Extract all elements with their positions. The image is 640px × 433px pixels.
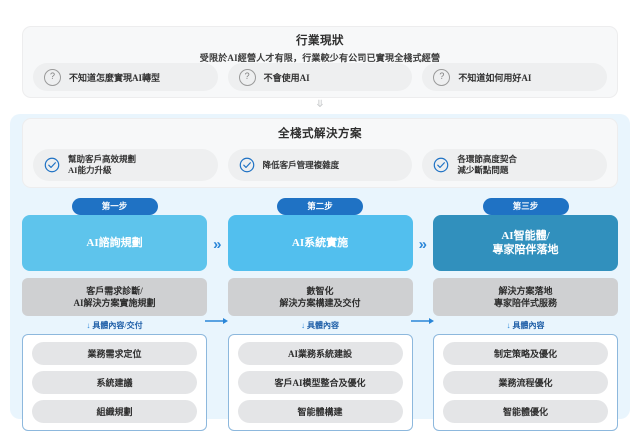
step-items-box: 業務需求定位 系統建議 組織規劃 — [22, 334, 207, 431]
step-badge: 第三步 — [482, 198, 569, 215]
step-item[interactable]: 業務需求定位 — [32, 342, 197, 365]
check-circle-icon — [239, 157, 254, 173]
pain-point-label: 不知道如何用好AI — [458, 72, 532, 83]
solution-header-panel: 全棧式解決方案 幫助客戶高效規劃 AI能力升級 降低客戶管理複雜度 — [22, 118, 618, 188]
step-item[interactable]: 智能體構建 — [237, 400, 403, 423]
step-item[interactable]: AI業務系統建設 — [237, 342, 403, 365]
step-detail-label-row: ↓具體內容 — [433, 320, 618, 331]
benefit-item[interactable]: 降低客戶管理複雜度 — [227, 149, 413, 181]
step-header: AI系統實施 — [227, 215, 413, 271]
step-item[interactable]: 業務流程優化 — [443, 371, 608, 394]
question-mark-icon: ? — [44, 68, 61, 86]
arrow-down-icon: ↓ — [86, 321, 91, 330]
question-mark-icon: ? — [238, 68, 256, 86]
pain-point-label: 不會使用AI — [263, 72, 310, 83]
pain-point-list: ? 不知道怎麼實現AI轉型 ? 不會使用AI ? 不知道如何用好AI — [33, 63, 608, 91]
benefit-label: 幫助客戶高效規劃 AI能力升級 — [68, 154, 137, 175]
status-subtitle: 受限於AI經營人才有限，行業較少有公司已實現全棧式經營 — [199, 53, 441, 63]
chevron-double-right-icon: » — [213, 236, 222, 253]
step-subtitle: 解決方案落地 專家陪伴式服務 — [433, 278, 618, 316]
question-mark-icon: ? — [433, 68, 451, 86]
solution-panel: 全棧式解決方案 幫助客戶高效規劃 AI能力升級 降低客戶管理複雜度 — [10, 114, 630, 431]
flow-columns: 第一步 AI諮詢規劃 客戶需求診斷/ AI解決方案實施規劃 ↓具體內容/交付 業… — [22, 198, 618, 431]
pain-point-item[interactable]: ? 不知道如何用好AI — [422, 63, 608, 91]
arrow-down-icon: ↓ — [506, 321, 511, 330]
step-items-box: 制定策略及優化 業務流程優化 智能體優化 — [433, 334, 618, 431]
step-item[interactable]: 客戶AI模型整合及優化 — [237, 371, 403, 394]
step-detail-label: 具體內容 — [512, 321, 545, 330]
flow-step-3: 第三步 AI智能體/ 專家陪伴落地 解決方案落地 專家陪伴式服務 ↓具體內容 制… — [433, 198, 618, 431]
pain-point-item[interactable]: ? 不會使用AI — [227, 63, 413, 91]
benefit-list: 幫助客戶高效規劃 AI能力升級 降低客戶管理複雜度 各環節高度契合 減少斷點問題 — [33, 149, 608, 181]
arrow-down-icon: ↓ — [301, 321, 305, 330]
flow-separator-2: » — [410, 198, 434, 324]
step-subtitle: 客戶需求診斷/ AI解決方案實施規劃 — [22, 278, 207, 316]
benefit-item[interactable]: 幫助客戶高效規劃 AI能力升級 — [33, 149, 218, 181]
arrow-right-icon — [205, 318, 229, 324]
flow-step-1: 第一步 AI諮詢規劃 客戶需求診斷/ AI解決方案實施規劃 ↓具體內容/交付 業… — [22, 198, 207, 431]
check-circle-icon — [434, 157, 449, 173]
benefit-label: 各環節高度契合 減少斷點問題 — [457, 154, 517, 175]
industry-status-panel: 行業現狀 受限於AI經營人才有限，行業較少有公司已實現全棧式經營 ? 不知道怎麼… — [22, 26, 618, 98]
step-header: AI諮詢規劃 — [22, 215, 207, 271]
flow-step-2: 第二步 AI系統實施 數智化 解決方案構建及交付 ↓具體內容 AI業務系統建設 … — [227, 198, 413, 431]
step-detail-label-row: ↓具體內容 — [228, 320, 413, 331]
solution-title: 全棧式解決方案 — [278, 128, 362, 140]
step-detail-label: 具體內容/交付 — [92, 321, 143, 330]
step-badge: 第二步 — [277, 198, 363, 215]
step-items-box: AI業務系統建設 客戶AI模型整合及優化 智能體構建 — [227, 334, 413, 431]
status-title: 行業現狀 — [296, 35, 344, 47]
flow-separator-1: » — [205, 198, 229, 324]
step-subtitle: 數智化 解決方案構建及交付 — [227, 278, 413, 316]
chevron-double-right-icon: » — [418, 236, 427, 253]
step-item[interactable]: 智能體優化 — [443, 400, 608, 423]
chevron-double-down-icon: ⤋ — [315, 99, 325, 110]
step-item[interactable]: 系統建議 — [32, 371, 197, 394]
pain-point-item[interactable]: ? 不知道怎麼實現AI轉型 — [33, 63, 218, 91]
step-detail-label: 具體內容 — [307, 321, 339, 330]
step-item[interactable]: 制定策略及優化 — [443, 342, 608, 365]
step-detail-label-row: ↓具體內容/交付 — [22, 320, 207, 331]
check-circle-icon — [44, 157, 60, 173]
step-header: AI智能體/ 專家陪伴落地 — [433, 215, 618, 271]
benefit-label: 降低客戶管理複雜度 — [262, 159, 340, 170]
step-item[interactable]: 組織規劃 — [32, 400, 197, 423]
benefit-item[interactable]: 各環節高度契合 減少斷點問題 — [422, 149, 608, 181]
arrow-right-icon — [410, 318, 434, 324]
step-badge: 第一步 — [71, 198, 158, 215]
pain-point-label: 不知道怎麼實現AI轉型 — [69, 72, 161, 83]
